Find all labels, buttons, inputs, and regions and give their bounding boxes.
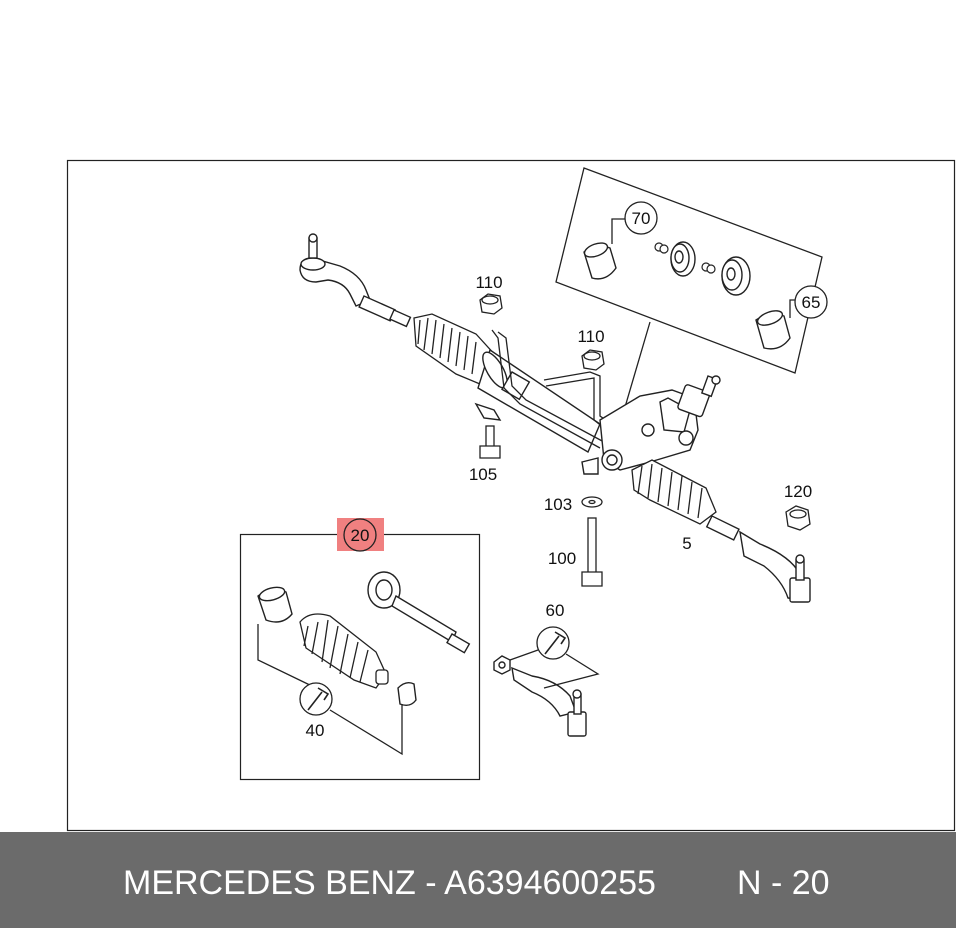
label-103: 103	[544, 495, 572, 514]
label-5: 5	[682, 534, 691, 553]
leaders-60	[509, 649, 600, 689]
label-120: 120	[784, 482, 812, 501]
inner-clamp-small	[397, 681, 417, 707]
tie-rod-end-left	[299, 233, 412, 328]
seal-bearing-2	[721, 256, 751, 296]
seal-o-ring	[654, 242, 669, 254]
seal-bearing-1	[670, 241, 696, 277]
inner-boot	[299, 613, 389, 689]
footer-page-ref: N - 20	[737, 864, 830, 902]
callout-circle-20	[343, 518, 377, 552]
bolt-105	[479, 425, 501, 459]
diagram-frame	[66, 159, 956, 832]
nut-120	[785, 505, 811, 531]
nut-110a	[479, 293, 503, 315]
label-110b: 110	[577, 327, 604, 346]
wrench-symbol-40	[299, 682, 333, 716]
tie-rod-end-60	[493, 655, 587, 737]
nut-110b	[581, 349, 605, 371]
valve-body	[581, 375, 721, 475]
footer-part-number: MERCEDES BENZ - A6394600255	[123, 864, 656, 902]
label-20: 20	[351, 526, 370, 545]
seal-ring-right	[755, 310, 791, 350]
label-110a: 110	[475, 273, 502, 292]
callout-circle-70	[624, 201, 658, 235]
kit-40-leaders	[257, 624, 403, 756]
label-70: 70	[632, 209, 651, 228]
washer-103	[581, 496, 603, 508]
callout-circle-65	[794, 285, 828, 319]
inner-clamp-large	[257, 586, 293, 623]
seal-ring-left	[583, 242, 617, 280]
label-60: 60	[546, 601, 565, 620]
label-100: 100	[548, 549, 576, 568]
label-40: 40	[306, 721, 325, 740]
footer-bar: MERCEDES BENZ - A6394600255 N - 20	[0, 832, 956, 928]
boot-right	[631, 459, 717, 525]
seal-o-ring-2	[701, 262, 716, 274]
parts-diagram: 70 65 110 110 105 103 100 120 5 20 60 40	[66, 159, 956, 832]
label-65: 65	[802, 293, 821, 312]
tie-rod-end-right	[705, 515, 811, 603]
wrench-symbol-60	[536, 626, 570, 660]
label-105: 105	[469, 465, 497, 484]
bolt-100	[581, 517, 603, 587]
inner-tie-rod	[367, 571, 471, 654]
